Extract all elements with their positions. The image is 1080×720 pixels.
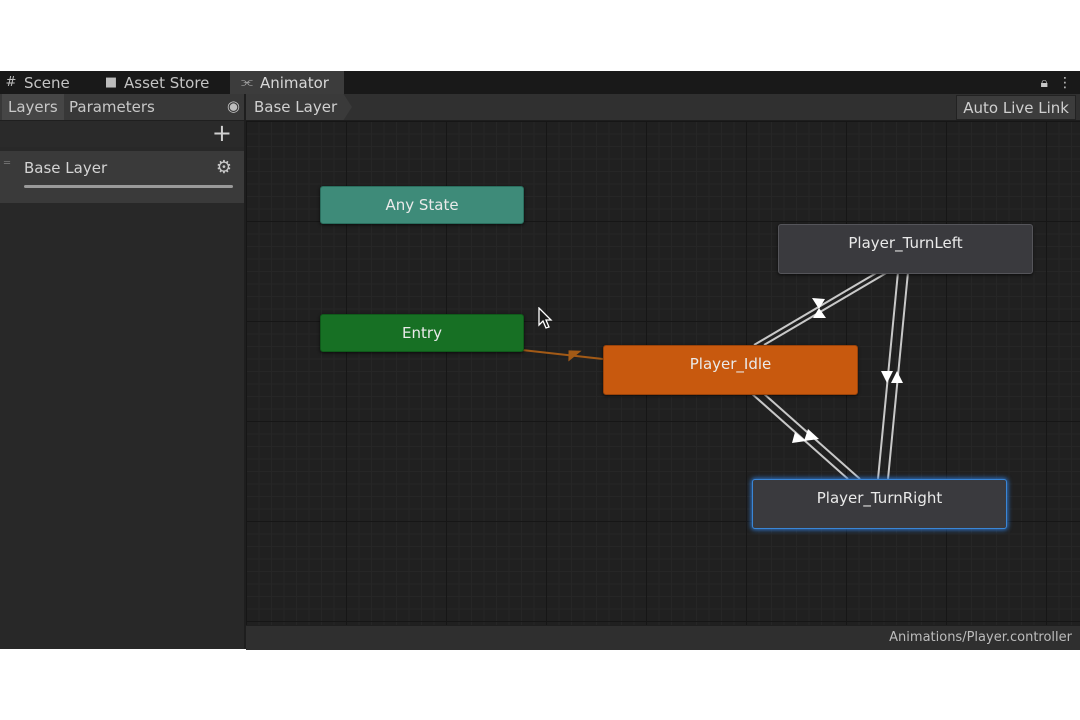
drag-handle-icon[interactable]: ═ [4, 158, 11, 169]
lock-icon[interactable]: 🔒︎ [1040, 74, 1048, 91]
state-player-turnright[interactable]: Player_TurnRight [752, 479, 1007, 529]
gear-icon[interactable]: ⚙︎ [215, 157, 232, 178]
tab-layers[interactable]: Layers [2, 94, 64, 120]
state-player-idle[interactable]: Player_Idle [603, 345, 858, 395]
animator-icon: ⫘ [241, 75, 253, 90]
transition-arrow-icon [812, 298, 825, 309]
tab-animator[interactable]: ⫘ Animator [230, 71, 344, 94]
window-controls: 🔒︎ ⋮ [1041, 71, 1072, 94]
transition-entry-idle[interactable] [521, 349, 604, 360]
breadcrumb[interactable]: Base Layer [246, 94, 352, 120]
tab-label: Asset Store [124, 73, 210, 92]
status-bar: Animations/Player.controller [246, 625, 1080, 650]
state-label: Player_TurnLeft [848, 234, 963, 252]
tab-parameters[interactable]: Parameters [69, 98, 155, 116]
state-entry[interactable]: Entry [320, 314, 524, 352]
transition-arrow-icon [891, 371, 903, 383]
transition-arrow-icon [813, 308, 826, 318]
transition-arrow-icon [881, 371, 893, 383]
transition-arrow-icon [568, 350, 582, 362]
state-any-state[interactable]: Any State [320, 186, 524, 224]
tab-scene[interactable]: # Scene [4, 71, 70, 94]
layers-parameters-tabs: Layers Parameters ◉ [0, 94, 244, 121]
state-player-turnleft[interactable]: Player_TurnLeft [778, 224, 1033, 274]
eye-icon[interactable]: ◉ [226, 97, 240, 115]
layer-name: Base Layer [24, 159, 108, 177]
grid-icon: # [5, 75, 17, 90]
more-options-icon[interactable]: ⋮ [1058, 74, 1072, 91]
mouse-cursor-icon [538, 307, 553, 329]
transition-links [521, 271, 909, 480]
controller-path: Animations/Player.controller [889, 630, 1072, 645]
state-label: Entry [402, 324, 442, 342]
tab-label: Scene [24, 73, 70, 92]
transition-idle-turnleft[interactable] [753, 271, 879, 346]
state-label: Player_TurnRight [816, 489, 943, 507]
state-label: Player_Idle [689, 355, 772, 373]
layer-weight-bar [24, 185, 233, 188]
add-layer-button[interactable]: + [211, 119, 232, 147]
state-machine-graph[interactable]: Any State Entry Player_Idle Player_TurnL… [246, 121, 1080, 625]
transition-arrow-icon [804, 429, 819, 441]
layers-panel: Layers Parameters ◉ + ═ Base Layer ⚙︎ [0, 94, 246, 649]
add-layer-bar: + [0, 119, 244, 147]
bag-icon: ■ [104, 75, 118, 90]
tab-asset-store[interactable]: ■ Asset Store [104, 71, 210, 94]
state-label: Any State [385, 196, 459, 214]
transition-turnleft-idle[interactable] [763, 271, 889, 346]
transition-arrow-icon [792, 432, 806, 443]
window-tab-bar: # Scene ■ Asset Store ⫘ Animator 🔒︎ ⋮ [0, 71, 1080, 94]
animator-window: # Scene ■ Asset Store ⫘ Animator 🔒︎ ⋮ La… [0, 71, 1080, 650]
auto-live-link-button[interactable]: Auto Live Link [956, 95, 1076, 120]
layer-item[interactable]: ═ Base Layer ⚙︎ [0, 151, 244, 203]
breadcrumb-bar: Base Layer Auto Live Link [246, 94, 1080, 121]
tab-label: Animator [260, 73, 329, 92]
